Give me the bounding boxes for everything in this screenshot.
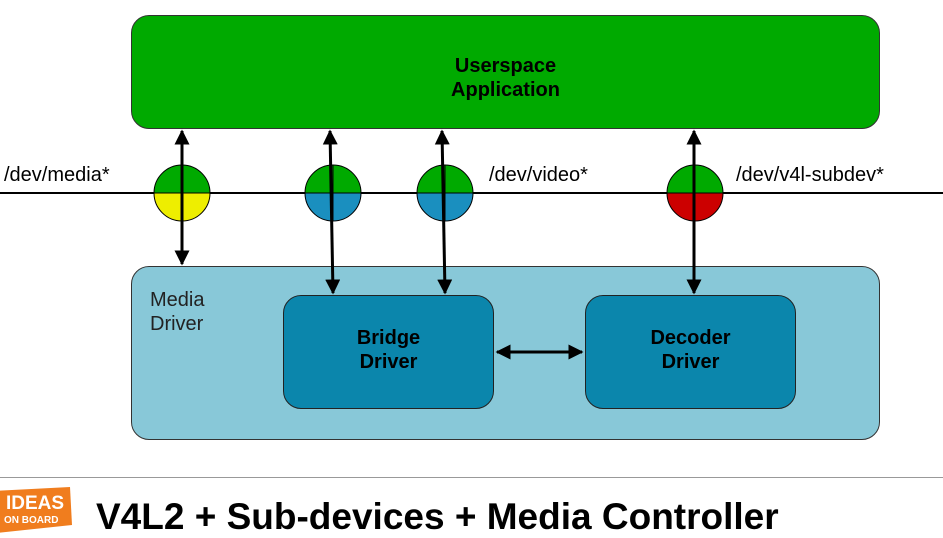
- media-driver-line2: Driver: [150, 313, 204, 335]
- decoder-driver-box: Decoder Driver: [585, 295, 796, 409]
- decoder-driver-line1: Decoder: [650, 327, 731, 349]
- dev-video-label: /dev/video*: [489, 164, 588, 186]
- bridge-driver-box: Bridge Driver: [283, 295, 494, 409]
- bridge-driver-line2: Driver: [359, 351, 418, 373]
- slide-title: V4L2 + Sub-devices + Media Controller: [96, 496, 779, 537]
- dev-subdev-label: /dev/v4l-subdev*: [736, 164, 884, 186]
- userspace-line1: Userspace: [454, 55, 557, 77]
- ideas-on-board-logo: IDEAS ON BOARD: [0, 487, 72, 538]
- decoder-driver-line2: Driver: [661, 351, 720, 373]
- media-driver-label: Media Driver: [150, 288, 204, 336]
- bridge-arrow-2: [434, 129, 453, 295]
- bridge-driver-label: Bridge Driver: [284, 326, 493, 374]
- bridge-driver-line1: Bridge: [356, 327, 421, 349]
- bridge-arrow-1: [322, 129, 341, 295]
- userspace-application-label: Userspace Application: [132, 54, 879, 102]
- userspace-application-box: Userspace Application: [131, 15, 880, 129]
- dev-media-label: /dev/media*: [4, 164, 110, 186]
- decoder-driver-label: Decoder Driver: [586, 326, 795, 374]
- footer-divider: [0, 477, 943, 478]
- userspace-line2: Application: [451, 79, 560, 101]
- media-driver-line1: Media: [150, 289, 205, 311]
- logo-text-onboard: ON BOARD: [4, 515, 58, 526]
- logo-text-ideas: IDEAS: [6, 493, 64, 514]
